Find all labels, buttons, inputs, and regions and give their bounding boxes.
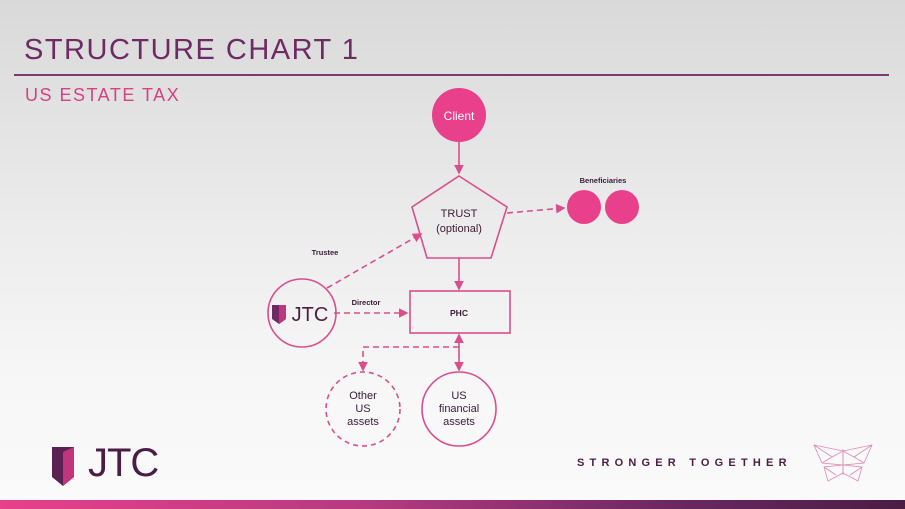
jtc-shield-icon	[52, 447, 74, 486]
trust-to-beneficiaries-arrow	[506, 203, 566, 214]
director-label: Director	[352, 298, 381, 307]
financial-assets-line: financial	[439, 403, 479, 415]
financial-assets-line: assets	[443, 416, 475, 428]
financial-assets-node	[421, 371, 497, 447]
title-divider	[14, 74, 889, 76]
trustee-arrow	[326, 233, 423, 289]
jtc-logo-text: JTC	[88, 441, 159, 485]
page-subtitle: US ESTATE TAX	[25, 85, 181, 105]
beneficiaries-label: Beneficiaries	[580, 176, 627, 185]
jtc-node-shield-icon	[272, 305, 286, 324]
page-title: STRUCTURE CHART 1	[24, 34, 360, 66]
phc-to-other-arrow	[358, 346, 459, 372]
jtc-node	[267, 278, 337, 348]
trust-optional-label: (optional)	[436, 223, 482, 235]
other-assets-line: Other	[349, 390, 377, 402]
other-assets-node	[325, 371, 401, 447]
trust-node	[411, 175, 508, 259]
other-assets-line: assets	[347, 416, 379, 428]
jtc-logo: JTC	[50, 441, 170, 489]
financial-assets-line: US	[451, 390, 466, 402]
tagline: STRONGER TOGETHER	[577, 457, 792, 469]
phc-node	[409, 290, 511, 334]
trust-label: TRUST	[441, 208, 478, 220]
phc-label: PHC	[450, 308, 468, 318]
beneficiary-node	[605, 190, 639, 224]
butterfly-icon	[813, 444, 873, 482]
client-label: Client	[444, 109, 475, 123]
jtc-node-label: JTC	[292, 304, 329, 326]
other-assets-line: US	[355, 403, 370, 415]
client-node	[432, 88, 486, 142]
footer-gradient-bar	[0, 500, 905, 509]
trustee-label: Trustee	[312, 248, 339, 257]
beneficiary-node	[567, 190, 601, 224]
